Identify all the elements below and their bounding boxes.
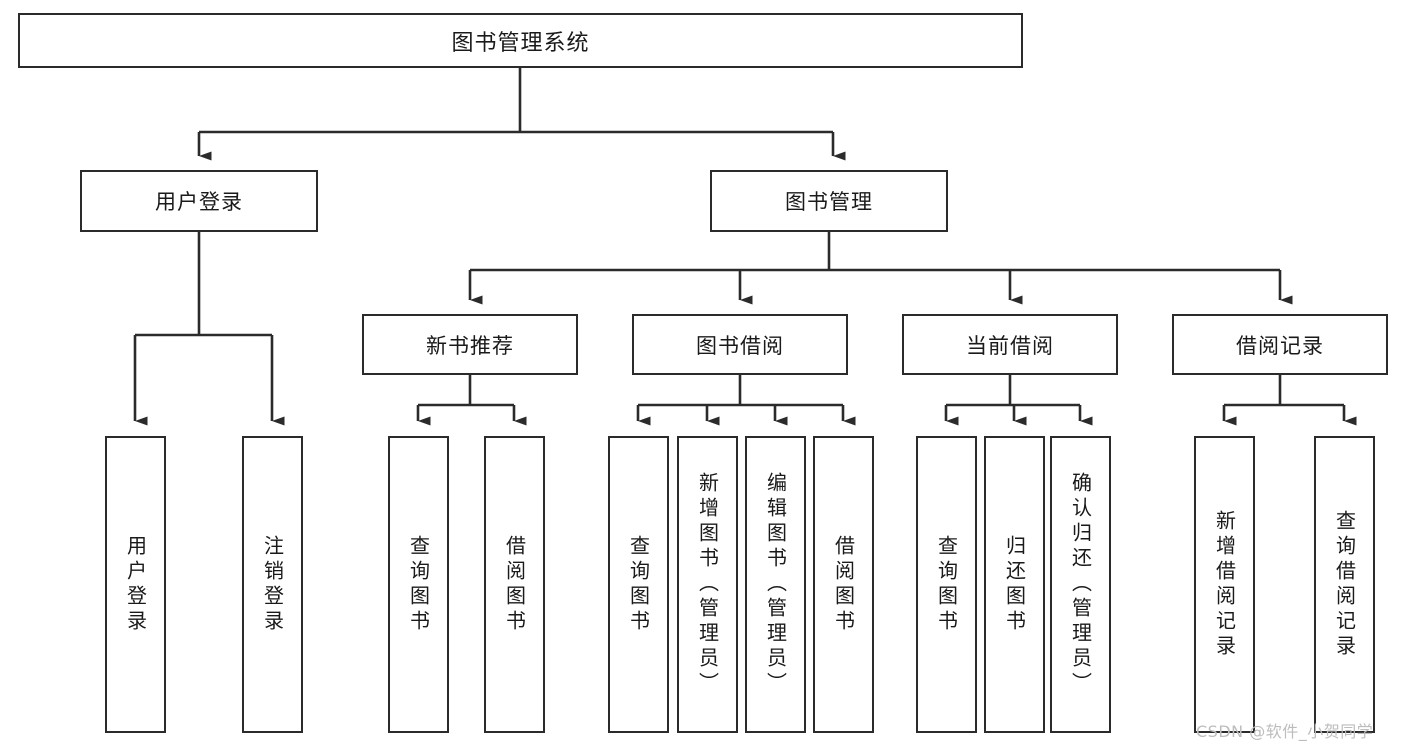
node-root[interactable]: 图书管理系统: [18, 13, 1023, 68]
node-leaf-edit-book-admin[interactable]: 编辑图书（管理员）: [745, 436, 806, 733]
node-leaf-query-book-2[interactable]: 查询图书: [608, 436, 669, 733]
node-leaf-query-book-1[interactable]: 查询图书: [388, 436, 449, 733]
node-leaf-logout-login[interactable]: 注销登录: [242, 436, 303, 733]
node-book-management[interactable]: 图书管理: [710, 170, 948, 232]
node-leaf-return-book[interactable]: 归还图书: [984, 436, 1045, 733]
node-user-login-label: 用户登录: [155, 190, 243, 214]
node-book-management-label: 图书管理: [785, 190, 873, 214]
node-leaf-edit-book-admin-label: 编辑图书（管理员）: [763, 472, 788, 697]
node-current-borrow[interactable]: 当前借阅: [902, 314, 1118, 375]
node-user-login[interactable]: 用户登录: [80, 170, 318, 232]
node-leaf-query-book-3-label: 查询图书: [934, 534, 959, 635]
node-leaf-query-book-3[interactable]: 查询图书: [916, 436, 977, 733]
node-leaf-borrow-book-2[interactable]: 借阅图书: [813, 436, 874, 733]
node-leaf-logout-login-label: 注销登录: [260, 534, 285, 635]
node-leaf-add-book-admin-label: 新增图书（管理员）: [695, 472, 720, 697]
node-leaf-user-login[interactable]: 用户登录: [105, 436, 166, 733]
node-leaf-borrow-book-2-label: 借阅图书: [831, 534, 856, 635]
node-new-book-recommend-label: 新书推荐: [426, 333, 514, 358]
csdn-watermark: CSDN @软件_小贺同学: [1196, 722, 1374, 741]
node-leaf-add-book-admin[interactable]: 新增图书（管理员）: [677, 436, 738, 733]
node-leaf-add-borrow-record-label: 新增借阅记录: [1212, 509, 1237, 660]
node-leaf-borrow-book-1-label: 借阅图书: [502, 534, 527, 635]
node-leaf-user-login-label: 用户登录: [123, 534, 148, 635]
node-leaf-borrow-book-1[interactable]: 借阅图书: [484, 436, 545, 733]
node-borrow-record[interactable]: 借阅记录: [1172, 314, 1388, 375]
node-leaf-query-book-1-label: 查询图书: [406, 534, 431, 635]
node-leaf-query-borrow-record[interactable]: 查询借阅记录: [1314, 436, 1375, 733]
node-borrow-record-label: 借阅记录: [1236, 333, 1324, 358]
node-new-book-recommend[interactable]: 新书推荐: [362, 314, 578, 375]
node-current-borrow-label: 当前借阅: [966, 333, 1054, 358]
node-leaf-confirm-return-admin-label: 确认归还（管理员）: [1068, 472, 1093, 697]
node-leaf-query-borrow-record-label: 查询借阅记录: [1332, 509, 1357, 660]
node-leaf-confirm-return-admin[interactable]: 确认归还（管理员）: [1050, 436, 1111, 733]
node-leaf-add-borrow-record[interactable]: 新增借阅记录: [1194, 436, 1255, 733]
node-book-borrow[interactable]: 图书借阅: [632, 314, 848, 375]
node-book-borrow-label: 图书借阅: [696, 333, 784, 358]
node-root-label: 图书管理系统: [451, 30, 590, 56]
node-leaf-query-book-2-label: 查询图书: [626, 534, 651, 635]
node-leaf-return-book-label: 归还图书: [1002, 534, 1027, 635]
